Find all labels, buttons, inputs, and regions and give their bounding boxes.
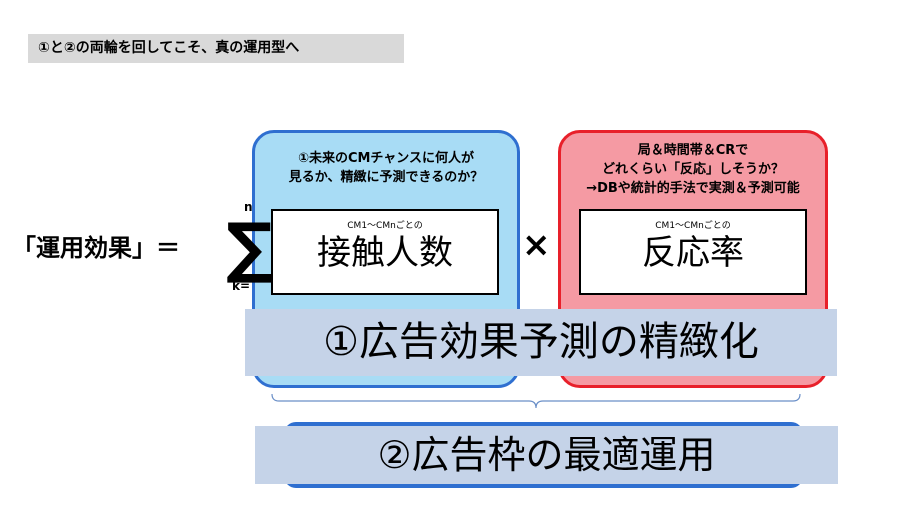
sigma-upper-limit: n [244, 200, 253, 214]
response-note: CM1〜CMnごとの [655, 221, 731, 231]
response-rate-panel: CM1〜CMnごとの 反応率 [579, 209, 807, 295]
multiply-sign: × [522, 225, 551, 265]
contact-count-word: 接触人数 [317, 233, 453, 273]
curly-brace [271, 393, 801, 409]
response-caption-line2: どれくらい「反応」しそうか？ [601, 162, 784, 177]
response-caption-line1: 局＆時間帯＆CRで [637, 143, 749, 158]
sigma-symbol: ∑ [226, 209, 274, 286]
contact-caption-line1: ①未来のCMチャンスに何人が [297, 151, 475, 166]
sigma-lower-limit: k= [232, 279, 251, 293]
contact-note: CM1〜CMnごとの [347, 221, 423, 231]
forecast-precision-band: ①広告効果予測の精緻化 [245, 309, 837, 376]
contact-caption-line2: 見るか、精緻に予測できるのか？ [288, 170, 484, 185]
ad-slot-optimization-band: ②広告枠の最適運用 [255, 426, 838, 484]
response-rate-word: 反応率 [642, 233, 744, 273]
header-label: ①と②の両輪を回してこそ、真の運用型へ [28, 34, 404, 63]
formula-lhs: 「運用効果」＝ [12, 234, 180, 262]
response-caption-line3: →DBや統計的手法で実測＆予測可能 [586, 181, 800, 196]
contact-count-panel: CM1〜CMnごとの 接触人数 [271, 209, 499, 295]
